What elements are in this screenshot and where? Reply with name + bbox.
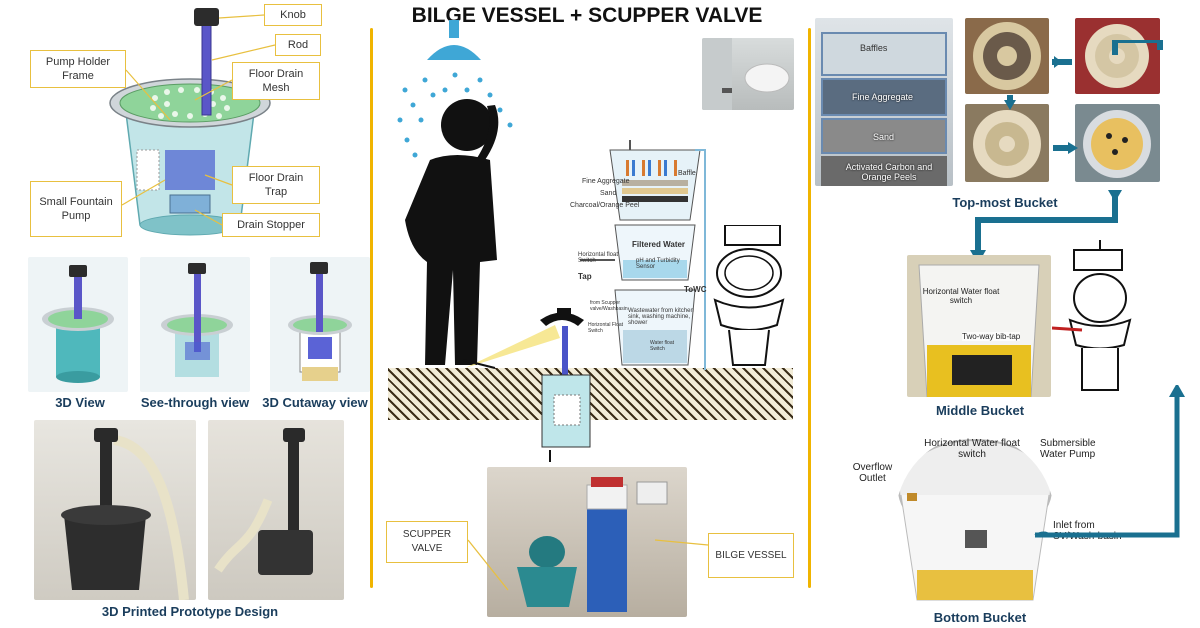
tower-label-wastewater: Wastewater from kitchen sink, washing ma… — [628, 308, 694, 326]
center-callout-leaders — [467, 539, 709, 591]
prototype-caption: 3D Printed Prototype Design — [101, 604, 279, 619]
top-bucket-flow-arrows — [970, 40, 1163, 264]
toilet-outline-drawing — [713, 225, 785, 366]
pump-holder-frame-callout: Pump Holder Frame — [30, 50, 126, 88]
middle-label-bib-tap: Two-way bib-tap — [962, 332, 1021, 341]
bottom-label-float-switch: Horizontal Water float switch — [924, 438, 1020, 460]
bottom-bucket-flow-arrow — [1034, 385, 1185, 538]
bilge-vessel-callout: BILGE VESSEL — [708, 533, 794, 578]
floor-drain-mesh-callout: Floor Drain Mesh — [232, 62, 320, 100]
tower-label-baffle: Baffle — [678, 170, 696, 177]
baffle-photo-1 — [965, 18, 1049, 94]
tower-label-sand: Sand — [600, 190, 617, 197]
cutaway-view-image — [270, 257, 370, 392]
tower-label-fine-aggregate: Fine Aggregate — [582, 178, 630, 185]
flow-light-beam — [462, 325, 560, 369]
photo-label-sand: Sand — [873, 132, 895, 142]
view-caption-cutaway: 3D Cutaway view — [262, 395, 368, 410]
tower-label-charcoal: Charcoal/Orange Peel — [570, 202, 640, 209]
knob-callout: Knob — [264, 4, 322, 26]
divider-right — [808, 28, 811, 588]
filter-tower-diagram — [580, 140, 706, 370]
prototype-photo-side — [208, 420, 344, 600]
top-bucket-caption: Top-most Bucket — [952, 195, 1058, 210]
divider-left — [370, 28, 373, 588]
view-caption-3d: 3D View — [55, 395, 105, 410]
main-title: BILGE VESSEL + SCUPPER VALVE — [411, 4, 763, 27]
3d-view-image — [28, 257, 128, 392]
bilge-cutaway-diagram — [540, 308, 591, 462]
prototype-photo-front — [34, 420, 196, 600]
toilet-outline-right — [1052, 240, 1132, 391]
bottom-label-overflow: Overflow Outlet — [852, 462, 893, 484]
middle-bucket-caption: Middle Bucket — [935, 403, 1025, 418]
middle-label-float-switch: Horizontal Water float switch — [922, 287, 1000, 305]
middle-bucket-photo — [907, 255, 1051, 397]
bathroom-inset-photo — [702, 38, 794, 110]
tower-label-tap: Tap — [578, 272, 592, 281]
tower-label-horizontal-float-2: Horizontal Float Switch — [588, 322, 624, 334]
activated-carbon-photo — [1075, 104, 1160, 182]
small-fountain-pump-callout: Small Fountain Pump — [30, 181, 122, 237]
callout-leader-lines — [121, 14, 276, 226]
rod-callout: Rod — [275, 34, 321, 56]
tower-label-ph-turbidity: pH and Turbidity Sensor — [636, 258, 680, 270]
scupper-valve-callout: SCUPPER VALVE — [386, 521, 468, 563]
bottom-label-pump: Submersible Water Pump — [1040, 438, 1096, 460]
drain-stopper-callout: Drain Stopper — [222, 213, 320, 237]
tower-label-filtered-water: Filtered Water — [632, 240, 686, 249]
floor-drain-trap-callout: Floor Drain Trap — [232, 166, 320, 204]
view-caption-see-through: See-through view — [140, 395, 250, 410]
tower-label-water-float: Water float Switch — [650, 340, 674, 352]
photo-label-baffles: Baffles — [860, 43, 888, 53]
tower-label-to-wc: ToWC — [684, 285, 707, 294]
bottom-bucket-photo — [895, 435, 1055, 605]
photo-label-fine-aggregate: Fine Aggregate — [852, 92, 914, 102]
bottom-bucket-caption: Bottom Bucket — [933, 610, 1027, 625]
baffle-photo-3 — [965, 104, 1049, 182]
see-through-view-image — [140, 257, 250, 392]
bilge-vessel-exploded-render — [109, 8, 271, 236]
shower-person-illustration — [397, 20, 513, 365]
tower-label-from-scupper: from Scupper valve/Washbasin — [590, 300, 628, 312]
filter-layers-photo — [815, 18, 953, 186]
photo-label-activated-carbon: Activated Carbon and Orange Peels — [845, 162, 933, 182]
tower-label-horizontal-float: Horizontal float Switch — [578, 252, 619, 264]
bathroom-installation-photo — [487, 467, 687, 617]
